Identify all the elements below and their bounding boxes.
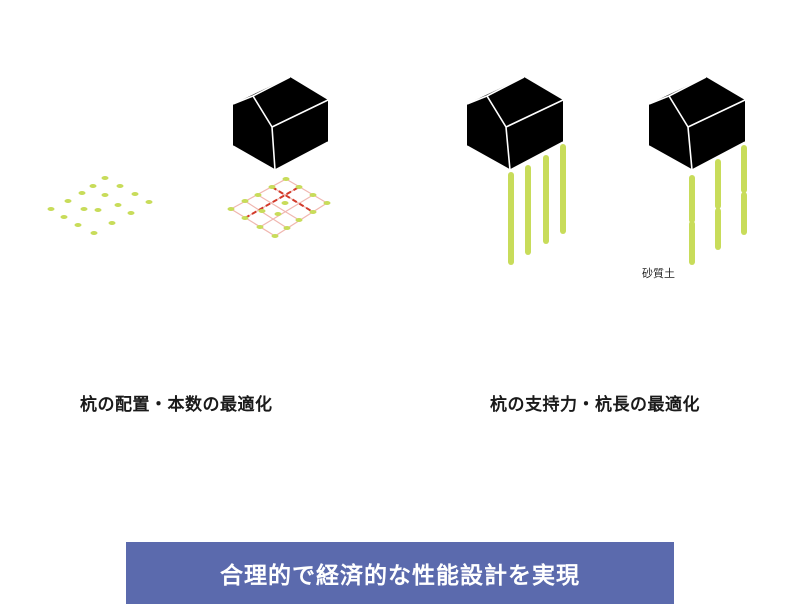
pile-dot	[282, 177, 290, 181]
pile-dot	[283, 226, 291, 230]
soil-label: 砂質土	[642, 267, 675, 280]
pile-dot	[127, 211, 135, 215]
pile-dot	[309, 210, 317, 214]
pile-dot	[94, 208, 102, 212]
banner-background	[126, 542, 674, 604]
pile-dot	[131, 192, 139, 196]
banner-text: 合理的で経済的な性能設計を実現	[220, 563, 580, 589]
pile-dot	[116, 184, 124, 188]
caption-pile-capacity: 杭の支持力・杭長の最適化	[490, 395, 700, 415]
long-piles	[508, 144, 566, 265]
pile-dot	[60, 215, 68, 219]
pile-dot	[268, 185, 276, 189]
house-left	[232, 76, 329, 171]
pile-dot	[78, 191, 86, 195]
pile-dot	[281, 201, 289, 205]
pile-dot	[295, 185, 303, 189]
pile-dot	[254, 193, 262, 197]
pile-dot	[64, 199, 72, 203]
pile-dot	[295, 218, 303, 222]
pile-dot	[241, 199, 249, 203]
pile-dot	[90, 231, 98, 235]
pile-dot	[47, 207, 55, 211]
pile-dot	[145, 200, 153, 204]
pile-dot	[101, 193, 109, 197]
caption-pile-layout: 杭の配置・本数の最適化	[80, 395, 273, 415]
pile-dot	[258, 209, 266, 213]
grid-highlight	[244, 186, 314, 219]
pile-dot	[114, 203, 122, 207]
pile-dot	[309, 193, 317, 197]
house-right	[648, 76, 746, 171]
pile-grid	[227, 177, 331, 238]
pile-dot	[274, 212, 282, 216]
house-center	[466, 76, 564, 171]
scattered-piles	[47, 176, 153, 235]
segmented-piles	[689, 145, 747, 265]
pile-dot	[74, 223, 82, 227]
pile-dot	[323, 201, 331, 205]
pile-dot	[89, 184, 97, 188]
pile-dot	[227, 207, 235, 211]
pile-dot	[256, 225, 264, 229]
pile-dot	[80, 207, 88, 211]
pile-dot	[108, 221, 116, 225]
pile-dot	[101, 176, 109, 180]
pile-dot	[241, 216, 249, 220]
pile-dot	[271, 234, 279, 238]
